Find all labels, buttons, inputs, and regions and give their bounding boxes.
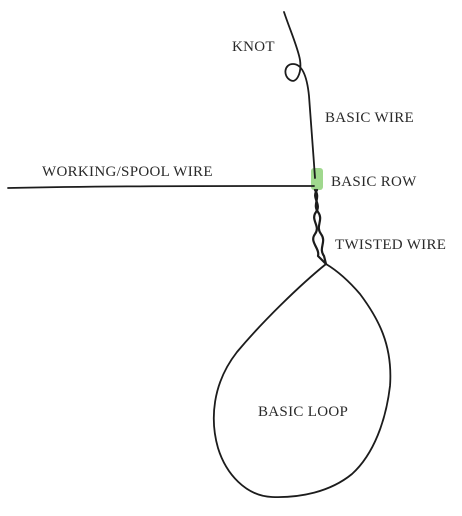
label-knot: KNOT [232, 39, 275, 55]
label-basic-wire: BASIC WIRE [325, 110, 414, 126]
label-basic-row: BASIC ROW [331, 174, 417, 190]
label-working-spool-wire: WORKING/SPOOL WIRE [42, 164, 213, 180]
knot-loop [283, 11, 316, 179]
working-spool-wire [7, 185, 315, 189]
label-twisted-wire: TWISTED WIRE [335, 237, 446, 253]
twisted-wire-strand [312, 188, 328, 266]
label-basic-loop: BASIC LOOP [258, 404, 348, 420]
basic-loop [212, 263, 392, 498]
